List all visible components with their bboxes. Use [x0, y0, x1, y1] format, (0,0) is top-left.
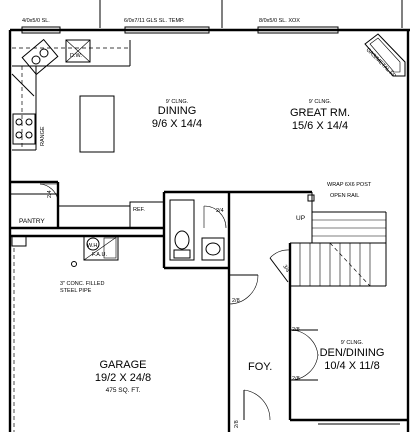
top-windows — [21, 0, 403, 34]
range-label: RANGE — [40, 126, 46, 146]
powder-room — [169, 199, 227, 261]
foyer-label: FOY. — [248, 361, 272, 373]
sink-icon — [201, 237, 225, 261]
garage-area: 475 SQ. FT. — [106, 387, 141, 394]
kitchen-island — [79, 95, 115, 153]
garage-bottom-door — [243, 389, 271, 421]
wrap-post-icon — [307, 194, 315, 202]
den-ceiling-note: 9' CLNG. — [341, 340, 364, 346]
garage-equipment — [11, 235, 119, 261]
garage-size: 19/2 X 24/8 — [95, 372, 151, 384]
pantry-label: PANTRY — [19, 218, 45, 225]
window-top-right-label: 8/0x5/0 SL. XOX — [259, 18, 300, 24]
steel-pipe — [71, 261, 77, 267]
den-bottom-door-size: 2/8 — [292, 376, 300, 382]
stair-treads — [299, 219, 386, 287]
garage-bottom-door-size: 2/8 — [234, 420, 240, 428]
exterior-walls — [8, 28, 410, 432]
great-room-ceiling-note: 9' CLNG. — [309, 99, 332, 105]
dining-label: DINING — [158, 105, 197, 117]
dw-label: D.W. — [70, 53, 82, 59]
stair-door-size: 3/4 — [281, 264, 290, 274]
pipe-label-line1: 3" CONC. FILLED — [60, 281, 104, 287]
pipe-label-line2: STEEL PIPE — [60, 288, 92, 294]
garage-label: GARAGE — [99, 359, 146, 371]
den-label: DEN/DINING — [320, 347, 385, 359]
window-top-mid-label: 6/0x7/11 GLS SL. TEMP. — [124, 18, 185, 24]
den-top-door-size: 2/8 — [292, 327, 300, 333]
bath-door-size: 2/4 — [216, 208, 224, 214]
open-rail-label: OPEN RAIL — [330, 193, 359, 199]
den-walls — [289, 329, 408, 425]
window-top-left-label: 4/0x5/0 SL. — [22, 18, 50, 24]
great-room-label: GREAT RM. — [290, 107, 350, 119]
pantry-door-size: 2/4 — [47, 190, 53, 198]
fireplace-label: GAS/METAL FP — [365, 47, 397, 79]
range-stove — [12, 113, 36, 145]
dining-ceiling-note: 9' CLNG. — [166, 99, 189, 105]
wh-label: W.H. — [87, 243, 99, 249]
dining-size: 9/6 X 14/4 — [152, 118, 202, 130]
stair-door — [269, 249, 291, 283]
refrigerator — [129, 201, 165, 229]
den-size: 10/4 X 11/8 — [324, 360, 379, 372]
garage-entry-door — [228, 274, 259, 305]
stair-up-label: UP — [296, 215, 305, 222]
kitchen-sink — [21, 38, 59, 76]
ref-label: REF. — [133, 207, 145, 213]
gas-fireplace — [364, 33, 406, 77]
wrap-post-label: WRAP 6X6 POST — [327, 182, 372, 188]
stair-walls — [288, 192, 387, 420]
great-room-size: 15/6 X 14/4 — [292, 120, 348, 132]
dishwasher — [65, 39, 91, 63]
toilet-icon — [173, 230, 191, 259]
fau-label: F.A.U. — [92, 252, 107, 258]
garage-entry-door-size: 2/8 — [232, 298, 240, 304]
